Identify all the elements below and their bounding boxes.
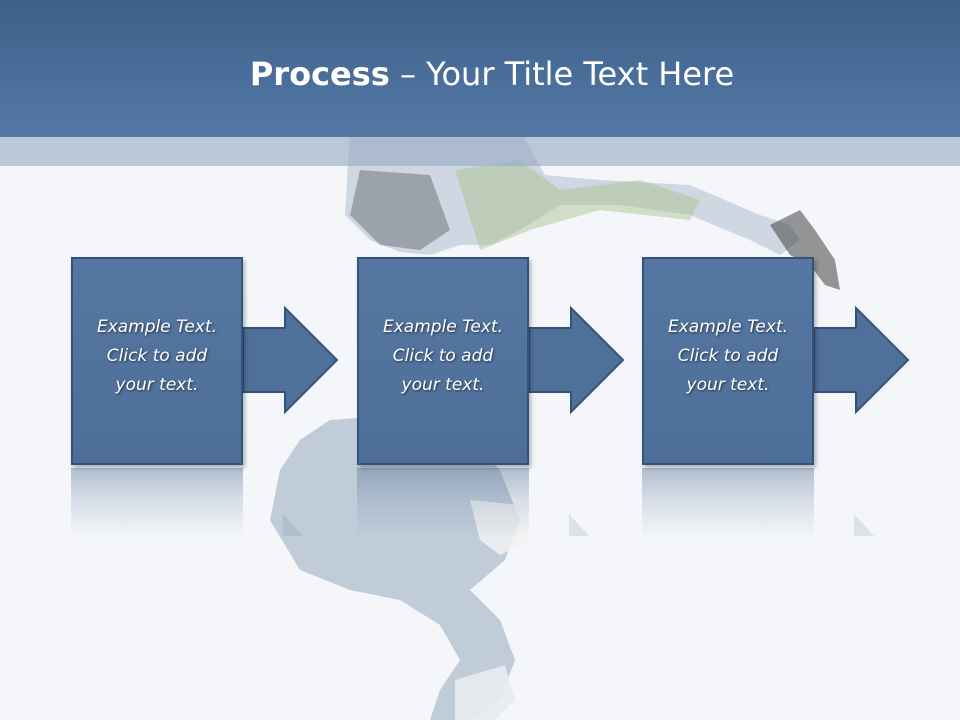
step-1-arrow[interactable] <box>241 304 341 424</box>
title-bar: Process – Your Title Text Here <box>0 0 960 137</box>
step-2-reflection <box>357 468 529 538</box>
step-3-text: Example Text. Click to add your text. <box>644 313 812 400</box>
step-2-text: Example Text. Click to add your text. <box>359 313 527 400</box>
step-1-text: Example Text. Click to add your text. <box>73 313 241 400</box>
step-3-line-3: your text. <box>686 375 770 395</box>
step-3-box[interactable]: Example Text. Click to add your text. <box>642 257 814 465</box>
step-1-line-3: your text. <box>115 375 199 395</box>
step-2-line-1: Example Text. <box>382 317 504 337</box>
step-2-line-3: your text. <box>401 375 485 395</box>
title-bold-text: Process <box>249 55 390 93</box>
step-3-reflection <box>642 468 814 538</box>
slide-title[interactable]: Process – Your Title Text Here <box>0 52 960 96</box>
step-3-line-1: Example Text. <box>667 317 789 337</box>
step-3-arrow-reflection <box>854 514 874 536</box>
step-1-arrow-reflection <box>283 514 303 536</box>
step-1-line-1: Example Text. <box>96 317 218 337</box>
title-rest-text: – Your Title Text Here <box>389 55 735 93</box>
step-3-arrow[interactable] <box>812 304 912 424</box>
step-2-arrow[interactable] <box>527 304 627 424</box>
step-1-line-2: Click to add <box>106 346 208 366</box>
step-2-box[interactable]: Example Text. Click to add your text. <box>357 257 529 465</box>
step-2-line-2: Click to add <box>392 346 494 366</box>
step-1-box[interactable]: Example Text. Click to add your text. <box>71 257 243 465</box>
step-2-arrow-reflection <box>569 514 589 536</box>
step-3-line-2: Click to add <box>677 346 779 366</box>
title-subband <box>0 137 960 166</box>
step-1-reflection <box>71 468 243 538</box>
